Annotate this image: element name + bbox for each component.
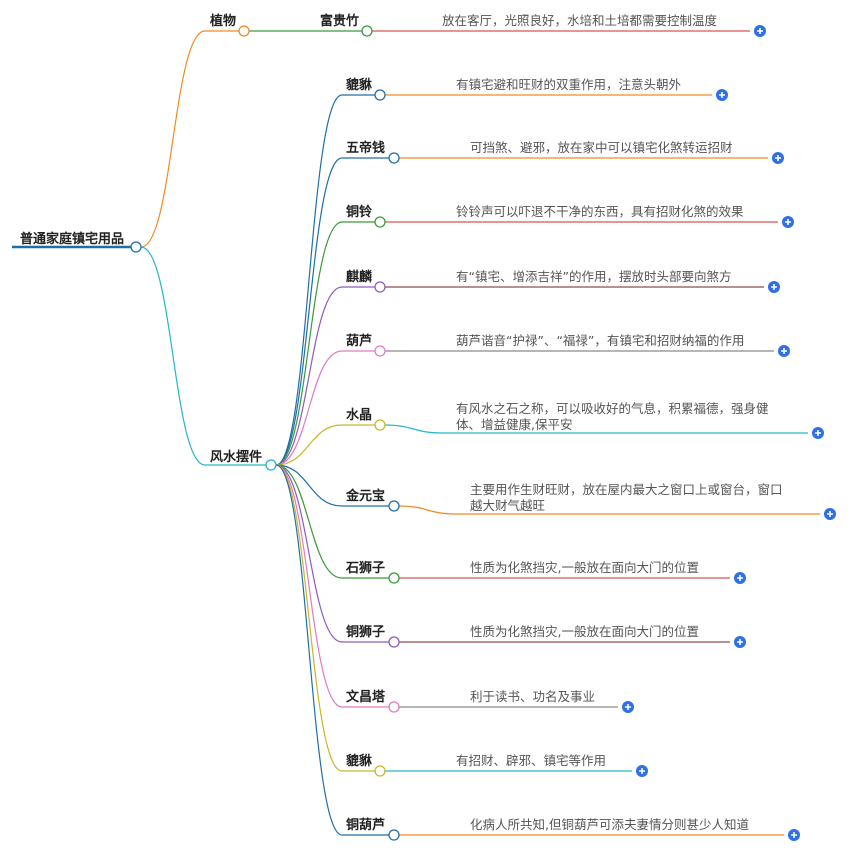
child-toggle-circle[interactable] bbox=[374, 89, 386, 101]
leaf-text: 有风水之石之称，可以吸收好的气息，积累福德，强身健 bbox=[456, 401, 769, 416]
root-label: 普通家庭镇宅用品 bbox=[20, 231, 124, 247]
child-label: 文昌塔 bbox=[346, 689, 386, 705]
branch-label: 风水摆件 bbox=[210, 449, 262, 465]
plus-icon-glyph bbox=[639, 768, 645, 774]
child-label: 铜铃 bbox=[345, 204, 372, 220]
leaf-text: 葫芦谐音“护禄”、“福禄”，有镇宅和招财纳福的作用 bbox=[456, 333, 744, 348]
branch-child-connector bbox=[275, 94, 343, 466]
plus-icon[interactable] bbox=[788, 829, 800, 841]
root-toggle-circle[interactable] bbox=[130, 241, 142, 253]
child-toggle-circle[interactable] bbox=[374, 281, 386, 293]
root-branch-connector bbox=[140, 246, 206, 466]
branch-toggle-circle[interactable] bbox=[265, 459, 277, 471]
plus-icon[interactable] bbox=[812, 427, 824, 439]
child-toggle-circle[interactable] bbox=[374, 216, 386, 228]
plus-icon[interactable] bbox=[782, 216, 794, 228]
plus-icon[interactable] bbox=[754, 25, 766, 37]
root-branch-connector bbox=[140, 30, 206, 248]
child-label: 水晶 bbox=[346, 407, 372, 423]
plus-icon-glyph bbox=[775, 155, 781, 161]
plus-icon[interactable] bbox=[824, 508, 836, 520]
branch-child-connector bbox=[275, 464, 343, 708]
leaf-text: 有“镇宅、增添吉祥”的作用，摆放时头部要向煞方 bbox=[456, 269, 731, 284]
plus-icon-glyph bbox=[625, 704, 631, 710]
branch-toggle-circle[interactable] bbox=[238, 25, 250, 37]
leaf-text: 性质为化煞挡灾,一般放在面向大门的位置 bbox=[470, 624, 699, 639]
plus-icon[interactable] bbox=[716, 89, 728, 101]
child-toggle-circle[interactable] bbox=[388, 701, 400, 713]
plus-icon-glyph bbox=[785, 219, 791, 225]
child-label: 富贵竹 bbox=[320, 13, 359, 29]
branch-child-connector bbox=[275, 464, 343, 772]
child-toggle-circle[interactable] bbox=[388, 829, 400, 841]
child-toggle-circle[interactable] bbox=[388, 152, 400, 164]
leaf-text: 可挡煞、避邪，放在家中可以镇宅化煞转运招财 bbox=[470, 140, 733, 155]
plus-icon[interactable] bbox=[734, 636, 746, 648]
child-label: 铜狮子 bbox=[345, 624, 385, 640]
branch-child-connector bbox=[275, 424, 343, 466]
plus-icon[interactable] bbox=[772, 152, 784, 164]
plus-icon[interactable] bbox=[622, 701, 634, 713]
child-toggle-circle[interactable] bbox=[361, 25, 373, 37]
branch-child-connector bbox=[275, 157, 343, 466]
plus-icon-glyph bbox=[737, 575, 743, 581]
child-label: 貔貅 bbox=[346, 753, 372, 769]
child-label: 铜葫芦 bbox=[345, 817, 385, 833]
leaf-text: 有招财、辟邪、镇宅等作用 bbox=[456, 753, 606, 768]
plus-icon-glyph bbox=[719, 92, 725, 98]
plus-icon[interactable] bbox=[768, 281, 780, 293]
child-leaf-connector bbox=[398, 505, 457, 515]
branch-child-connector bbox=[275, 464, 343, 643]
branch-child-connector bbox=[275, 464, 343, 507]
leaf-text: 体、增益健康,保平安 bbox=[456, 417, 572, 432]
plus-icon-glyph bbox=[781, 348, 787, 354]
leaf-text: 越大财气越旺 bbox=[470, 498, 545, 513]
branch-child-connector bbox=[275, 464, 343, 836]
child-toggle-circle[interactable] bbox=[388, 572, 400, 584]
branch-label: 植物 bbox=[209, 13, 236, 29]
plus-icon-glyph bbox=[757, 28, 763, 34]
plus-icon[interactable] bbox=[778, 345, 790, 357]
plus-icon-glyph bbox=[827, 511, 833, 517]
child-label: 麒麟 bbox=[346, 269, 373, 285]
branch-child-connector bbox=[275, 464, 343, 579]
plus-icon-glyph bbox=[771, 284, 777, 290]
plus-icon[interactable] bbox=[636, 765, 648, 777]
child-toggle-circle[interactable] bbox=[388, 636, 400, 648]
plus-icon-glyph bbox=[737, 639, 743, 645]
plus-icon-glyph bbox=[791, 832, 797, 838]
plus-icon[interactable] bbox=[734, 572, 746, 584]
child-toggle-circle[interactable] bbox=[374, 765, 386, 777]
child-leaf-connector bbox=[384, 424, 443, 434]
leaf-text: 主要用作生财旺财，放在屋内最大之窗口上或窗台，窗口 bbox=[470, 482, 783, 497]
leaf-text: 有镇宅避和旺财的双重作用，注意头朝外 bbox=[456, 77, 682, 92]
child-label: 石狮子 bbox=[345, 560, 385, 576]
branch-child-connector bbox=[275, 286, 343, 466]
plus-icon-glyph bbox=[815, 430, 821, 436]
branch-child-connector bbox=[275, 350, 343, 466]
leaf-text: 化病人所共知,但铜葫芦可添夫妻情分则甚少人知道 bbox=[470, 817, 749, 832]
leaf-text: 放在客厅，光照良好，水培和土培都需要控制温度 bbox=[442, 13, 718, 28]
child-label: 五帝钱 bbox=[346, 140, 385, 156]
child-toggle-circle[interactable] bbox=[374, 345, 386, 357]
leaf-text: 利于读书、功名及事业 bbox=[470, 689, 595, 704]
leaf-text: 铃铃声可以吓退不干净的东西，具有招财化煞的效果 bbox=[456, 204, 744, 219]
child-label: 金元宝 bbox=[345, 488, 385, 504]
child-label: 葫芦 bbox=[346, 333, 372, 349]
child-toggle-circle[interactable] bbox=[388, 500, 400, 512]
branch-child-connector bbox=[275, 221, 343, 466]
leaf-text: 性质为化煞挡灾,一般放在面向大门的位置 bbox=[470, 560, 699, 575]
child-label: 貔貅 bbox=[346, 77, 372, 93]
child-toggle-circle[interactable] bbox=[374, 419, 386, 431]
